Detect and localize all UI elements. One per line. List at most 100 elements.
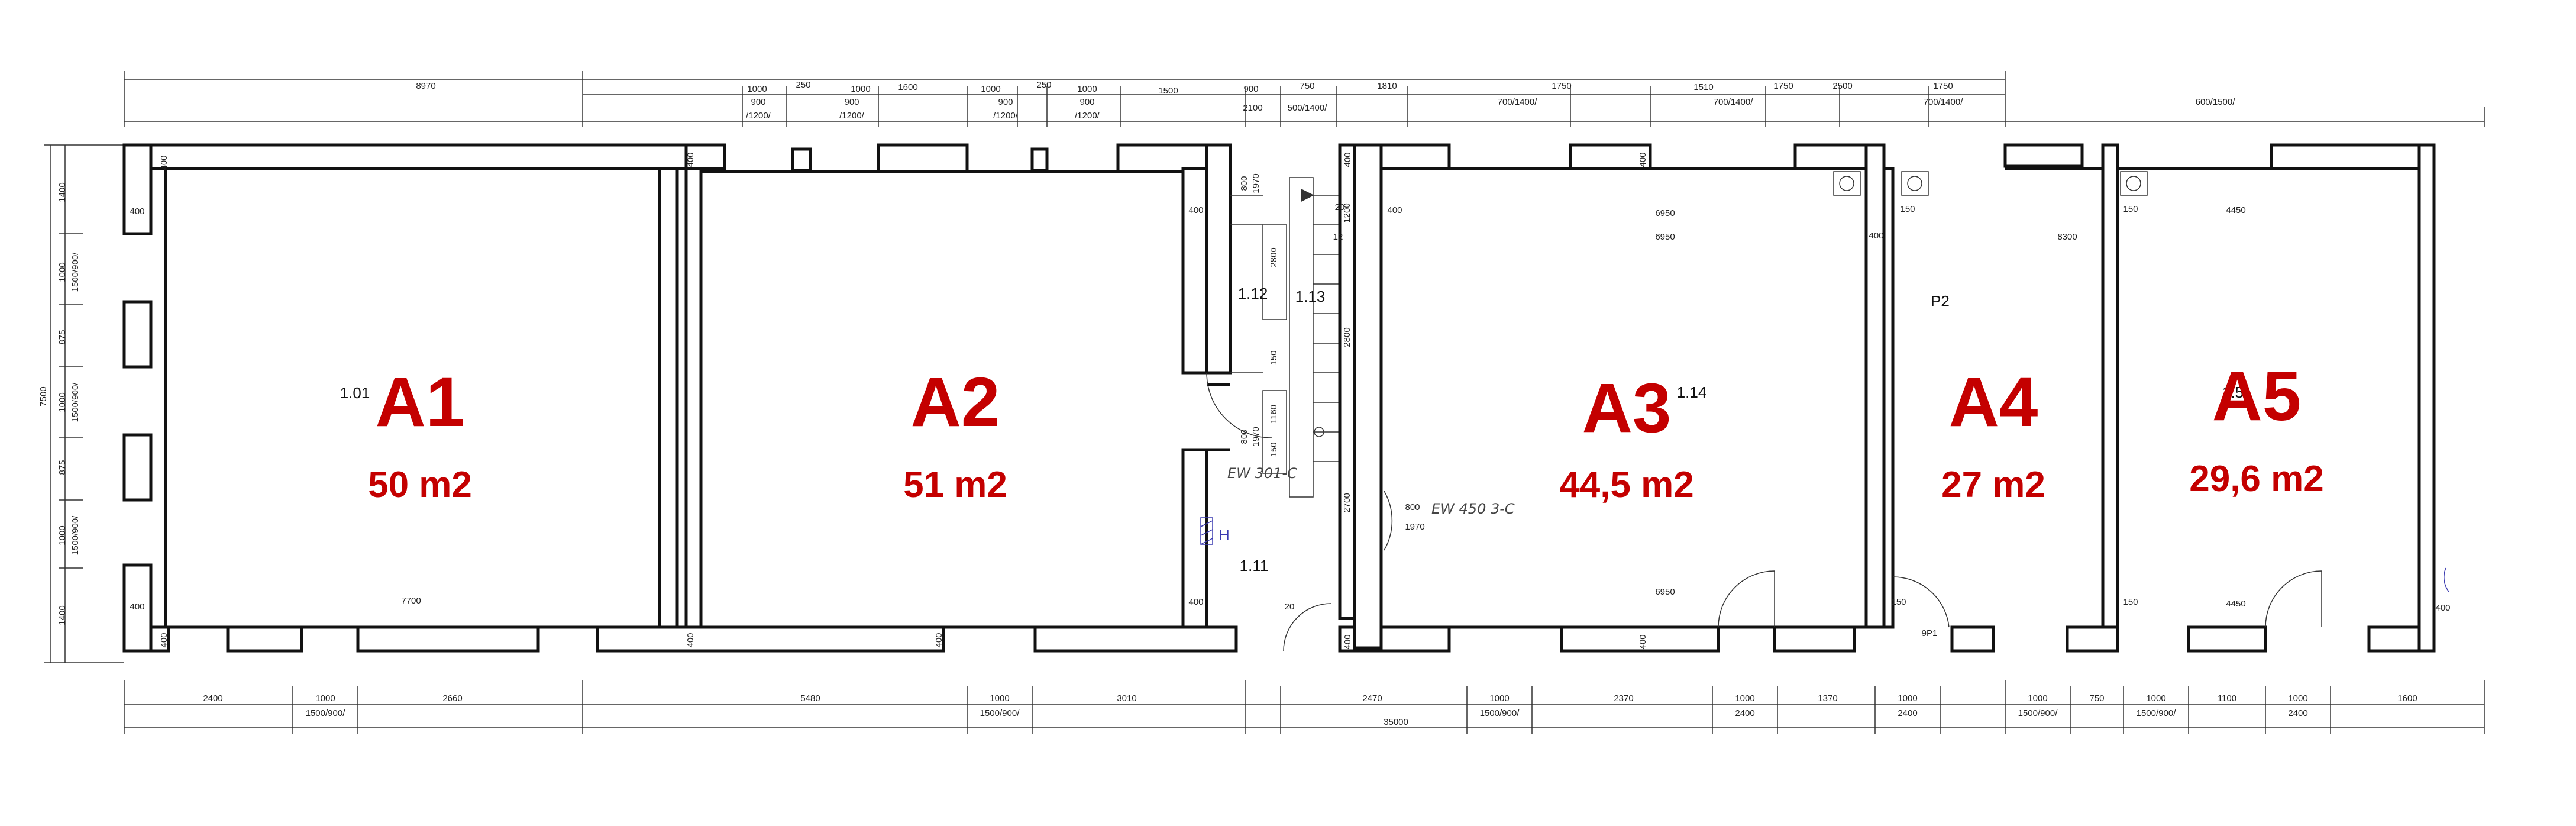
- handwritten-note-ew-301: EW 301-C: [1227, 465, 1297, 482]
- dim-top-900: 900: [1079, 97, 1094, 107]
- wall-mark-400: 400: [1343, 152, 1353, 167]
- staircase: [1230, 177, 1360, 498]
- wall-mark-800: 800: [1239, 176, 1249, 191]
- wall-mark-400: 400: [934, 633, 944, 647]
- dim-bottom-2370: 2370: [1614, 693, 1633, 704]
- wall-mark-2700: 2700: [1342, 493, 1352, 512]
- dim-top-1200: /1200/: [1075, 111, 1100, 121]
- walls: [122, 143, 2436, 653]
- wall-a5-right: [2417, 143, 2436, 653]
- wall-bottom: [1033, 625, 1238, 653]
- wall-a3-left: [1353, 143, 1383, 650]
- wall-mark-400: 400: [1188, 205, 1203, 215]
- wall-bottom: [1773, 625, 1856, 653]
- left-dimensions: 1400 1000 1500/900/ 875 7500 1000 1500/9…: [38, 144, 124, 663]
- wall-bottom: [2187, 625, 2267, 653]
- dim-top-1510: 1510: [1693, 82, 1713, 92]
- dim-bottom-1370: 1370: [1818, 693, 1837, 704]
- unit-name-a4: A4: [1949, 363, 2038, 441]
- unit-name-a5: A5: [2212, 357, 2302, 435]
- wall-mark-400: 400: [159, 633, 169, 647]
- wall-mark-150: 150: [1269, 350, 1279, 365]
- dim-left-7500: 7500: [38, 386, 49, 406]
- wall-bottom: [1950, 625, 1995, 653]
- dim-bottom-2400: 2400: [2288, 708, 2307, 718]
- wall-mark-1200: 1200: [1342, 203, 1352, 222]
- dim-left-875: 875: [57, 460, 67, 475]
- wall-mark-400: 400: [686, 633, 696, 647]
- wall-mark-6950: 6950: [1655, 232, 1675, 242]
- wall-mark-150: 150: [1269, 442, 1279, 457]
- wall-a2-right: [1181, 448, 1208, 629]
- dim-top-700-1400: 700/1400/: [1924, 97, 1964, 107]
- unit-area-a2: 51 m2: [903, 464, 1007, 505]
- dim-left-1500-900: 1500/900/: [70, 382, 80, 422]
- room-numbers: 1.01 1.12 1.13 1.11 1.14 1.5 P2 9P1 EW 3…: [340, 285, 2244, 638]
- wall-top-a1: [122, 143, 688, 170]
- top-dimensions: 8970 1000 250 1000 1600 1000 250 1000 15…: [124, 71, 2485, 127]
- dim-top-250: 250: [1036, 80, 1051, 90]
- wall-mark-150: 150: [1891, 597, 1906, 607]
- room-number-1-01: 1.01: [340, 384, 370, 402]
- dim-top-900: 900: [751, 97, 765, 107]
- wall-mark-6950: 6950: [1655, 208, 1675, 218]
- dim-left-1000: 1000: [57, 392, 67, 412]
- dim-bottom-1100: 1100: [2218, 693, 2236, 704]
- dim-top-700-1400: 700/1400/: [1714, 97, 1754, 107]
- room-label-9p1: 9P1: [1922, 628, 1938, 638]
- dim-bottom-2400: 2400: [1735, 708, 1754, 718]
- wall-a1-a2: [684, 167, 703, 629]
- dim-top-700-1400: 700/1400/: [1498, 97, 1538, 107]
- dim-left-1000: 1000: [57, 525, 67, 545]
- wall-mark-800: 800: [1239, 429, 1249, 444]
- dim-bottom-35000: 35000: [1384, 717, 1408, 727]
- unit-area-a5: 29,6 m2: [2189, 459, 2324, 499]
- wall-mark-400: 400: [1343, 634, 1353, 649]
- wall-left: [122, 433, 153, 502]
- wall-mark-400: 400: [1188, 597, 1203, 607]
- dim-left-875: 875: [57, 330, 67, 344]
- dim-top-1810: 1810: [1377, 81, 1397, 91]
- wall-mark-400: 400: [2435, 603, 2450, 613]
- dim-top-2500: 2500: [1832, 81, 1852, 91]
- dim-bottom-1500-900: 1500/900/: [2137, 708, 2177, 718]
- wall-pier: [1030, 147, 1049, 172]
- wall-mark-400: 400: [1638, 152, 1648, 167]
- dim-left-1500-900: 1500/900/: [70, 515, 80, 556]
- dim-top-500-1400: 500/1400/: [1288, 103, 1328, 113]
- wall-pier: [2003, 143, 2084, 168]
- wall-mark-400: 400: [130, 602, 144, 612]
- dim-top-1500: 1500: [1158, 86, 1178, 96]
- dim-top-1200: /1200/: [839, 111, 865, 121]
- dim-bottom-2400: 2400: [203, 693, 222, 704]
- dim-top-2100: 2100: [1243, 103, 1262, 113]
- dim-top-1200: /1200/: [993, 111, 1019, 121]
- dim-top-900: 900: [844, 97, 859, 107]
- bottom-dimensions: 2400 1000 1500/900/ 2660 5480 1000 1500/…: [124, 680, 2485, 734]
- dim-bottom-2660: 2660: [442, 693, 462, 704]
- dim-bottom-1000: 1000: [2146, 693, 2165, 704]
- dim-bottom-1000: 1000: [2028, 693, 2047, 704]
- wall-a3-a4: [1864, 143, 1886, 629]
- room-number-1-11: 1.11: [1240, 557, 1269, 575]
- wall-mark-800: 800: [1405, 502, 1420, 512]
- wall-a2-right: [1181, 167, 1208, 375]
- unit-area-a1: 50 m2: [368, 464, 472, 505]
- wall-mark-4450: 4450: [2226, 599, 2245, 609]
- dim-bottom-2470: 2470: [1362, 693, 1382, 704]
- wall-bottom: [2066, 625, 2119, 653]
- wall-mark-7700: 7700: [401, 596, 421, 606]
- handwritten-note-ew-450: EW 450 3-C: [1431, 501, 1515, 517]
- dim-bottom-2400: 2400: [1898, 708, 1917, 718]
- wall-pier: [2270, 143, 2421, 170]
- dim-top-600-1500: 600/1500/: [2196, 97, 2236, 107]
- dim-top-250: 250: [796, 80, 810, 90]
- wall-mark-400: 400: [1869, 231, 1883, 241]
- unit-name-a1: A1: [376, 363, 465, 441]
- wall-mark-400: 400: [130, 206, 144, 217]
- wall-bottom: [1560, 625, 1720, 653]
- dim-bottom-1500-900: 1500/900/: [306, 708, 346, 718]
- wall-mark-20: 20: [1335, 202, 1345, 212]
- dim-bottom-1000: 1000: [2288, 693, 2307, 704]
